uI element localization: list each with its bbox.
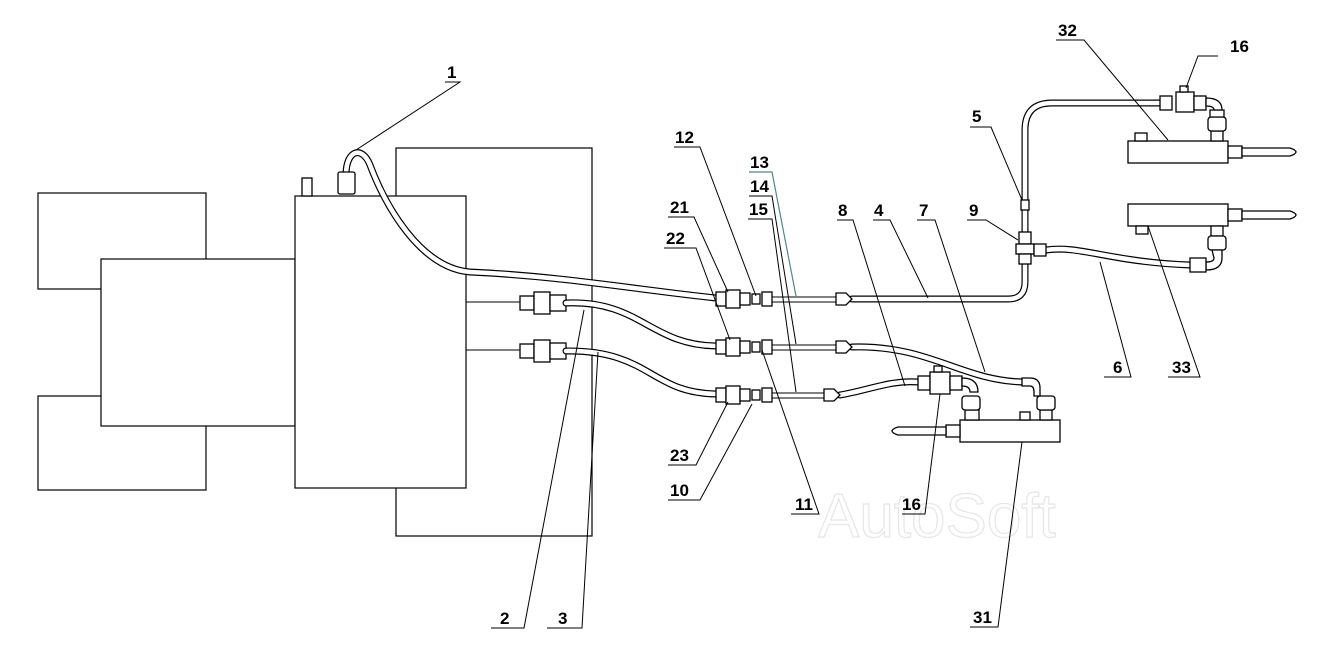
valve-16-lower — [929, 371, 951, 395]
callout-4: 4 — [874, 201, 884, 220]
hose-4 — [848, 258, 1029, 303]
callout-7: 7 — [919, 201, 928, 220]
callout-12: 12 — [675, 128, 694, 147]
callout-33: 33 — [1172, 358, 1191, 377]
hose-5 — [1021, 99, 1164, 236]
couplers — [715, 289, 853, 405]
hoses — [337, 99, 1194, 399]
tank-filler-neck — [301, 177, 313, 197]
hydraulic-cylinder-32 — [1127, 85, 1297, 164]
tractor-outline — [37, 147, 593, 537]
hydraulic-tank — [294, 195, 467, 489]
callout-31: 31 — [973, 608, 992, 627]
hose-2 — [562, 299, 720, 350]
engine-block — [100, 258, 296, 427]
valve-16-upper — [1175, 91, 1195, 113]
pipe-13 — [772, 296, 836, 303]
tee-joint-9 — [1015, 199, 1047, 265]
callout-32: 32 — [1058, 21, 1077, 40]
filter-lower — [519, 339, 567, 363]
callout-15: 15 — [749, 200, 768, 219]
callout-11: 11 — [795, 495, 813, 514]
callout-8: 8 — [838, 201, 847, 220]
hydraulic-cylinder-33 — [1127, 203, 1297, 273]
callouts: 1 2 3 4 5 6 7 8 9 10 11 12 13 14 15 16 1… — [447, 21, 1249, 628]
callout-10: 10 — [670, 481, 689, 500]
hose-8 — [836, 378, 922, 399]
callout-16-lower: 16 — [902, 495, 921, 514]
callout-6: 6 — [1113, 358, 1122, 377]
pipe-15 — [772, 392, 824, 399]
callout-5: 5 — [972, 107, 981, 126]
hose-3 — [562, 347, 720, 398]
pipe-14 — [772, 344, 836, 351]
callout-16-upper: 16 — [1230, 37, 1249, 56]
hose-5-end-fitting — [1020, 199, 1030, 211]
callout-3: 3 — [558, 609, 567, 628]
callout-9: 9 — [969, 201, 978, 220]
watermark: AutoSoft — [818, 482, 1056, 551]
callout-22: 22 — [666, 229, 685, 248]
callout-14: 14 — [750, 177, 769, 196]
callout-2: 2 — [500, 609, 509, 628]
hose-7 — [848, 343, 1026, 386]
hose-1 — [337, 149, 720, 302]
callout-21: 21 — [670, 198, 689, 217]
hose-6 — [1042, 245, 1194, 269]
tank-return-fitting — [337, 171, 356, 195]
leader-lines — [355, 39, 1218, 629]
filter-upper — [519, 291, 567, 315]
callout-23: 23 — [670, 446, 689, 465]
callout-1: 1 — [447, 63, 456, 82]
callout-13: 13 — [750, 153, 769, 172]
hydraulic-cylinder-31 — [891, 365, 1061, 443]
